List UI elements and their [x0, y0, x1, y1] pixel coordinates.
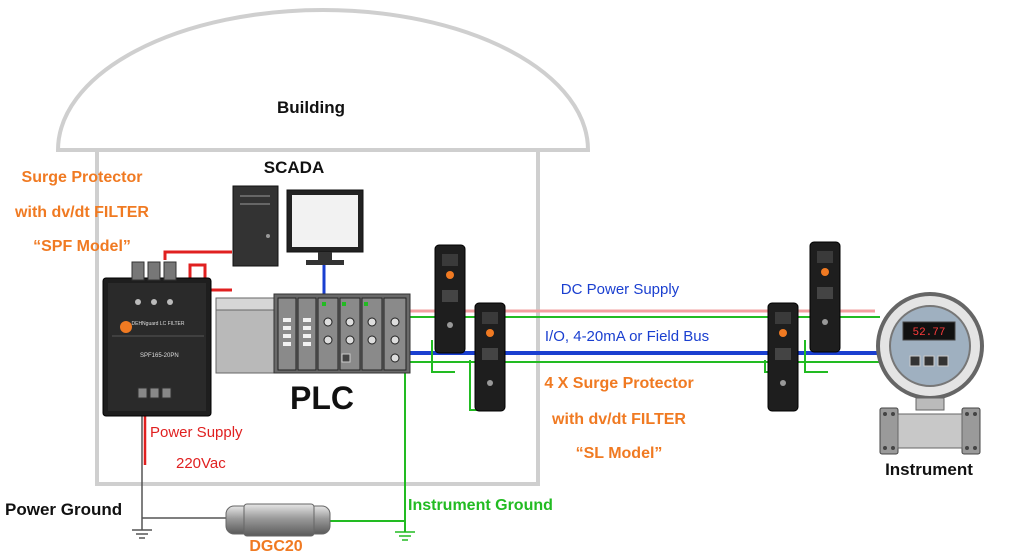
io-bus-label: I/O, 4-20mA or Field Bus	[544, 328, 710, 345]
building-label: Building	[277, 98, 345, 117]
sl4-bracket	[804, 340, 828, 373]
plc-label: PLC	[290, 380, 354, 416]
spf-logo-icon	[120, 321, 132, 333]
power-supply-label: Power Supply	[150, 424, 243, 441]
dgc20-device	[225, 503, 331, 537]
red-wire-scada	[163, 250, 232, 260]
voltage-label: 220Vac	[176, 455, 226, 472]
sl-module-2	[474, 302, 506, 412]
sl-callout-line-2: with dv/dt FILTER	[552, 411, 686, 428]
power-ground-label: Power Ground	[5, 500, 123, 519]
power-ground-symbol	[132, 529, 152, 539]
dc-power-supply-label: DC Power Supply	[560, 281, 680, 298]
instrument-label: Instrument	[885, 460, 973, 479]
sl-module-1	[434, 244, 466, 354]
building-roof	[55, 8, 591, 152]
spf-device: DEHNguard LC FILTER SPF165-20PN	[102, 261, 212, 417]
dgc20-label: DGC20	[249, 538, 303, 555]
sl-module-4	[809, 241, 841, 353]
spf-part-number: SPF165-20PN	[140, 353, 179, 359]
instrument-ground-label: Instrument Ground	[408, 497, 553, 514]
spf-callout-line-3: “SPF Model”	[33, 238, 131, 255]
sl-callout-line-3: “SL Model”	[575, 445, 663, 462]
spf-callout-line-2: with dv/dt FILTER	[15, 204, 149, 221]
plc-rack	[215, 293, 411, 374]
scada-label: SCADA	[263, 158, 325, 177]
meter-readout: 52.77	[912, 327, 945, 339]
scada-tower	[232, 185, 279, 267]
sl1-bracket	[431, 340, 455, 373]
sl-callout-line-1: 4 X Surge Protector	[544, 375, 694, 392]
spf-header-text: DEHNguard LC FILTER	[132, 321, 185, 327]
instrument-ground-symbol	[395, 531, 415, 541]
red-wire-plc	[188, 263, 232, 292]
spf-callout-line-1: Surge Protector	[21, 169, 143, 186]
sl-module-3	[767, 302, 799, 412]
scada-pc	[232, 185, 364, 267]
instrument-device: 52.77	[876, 292, 984, 455]
